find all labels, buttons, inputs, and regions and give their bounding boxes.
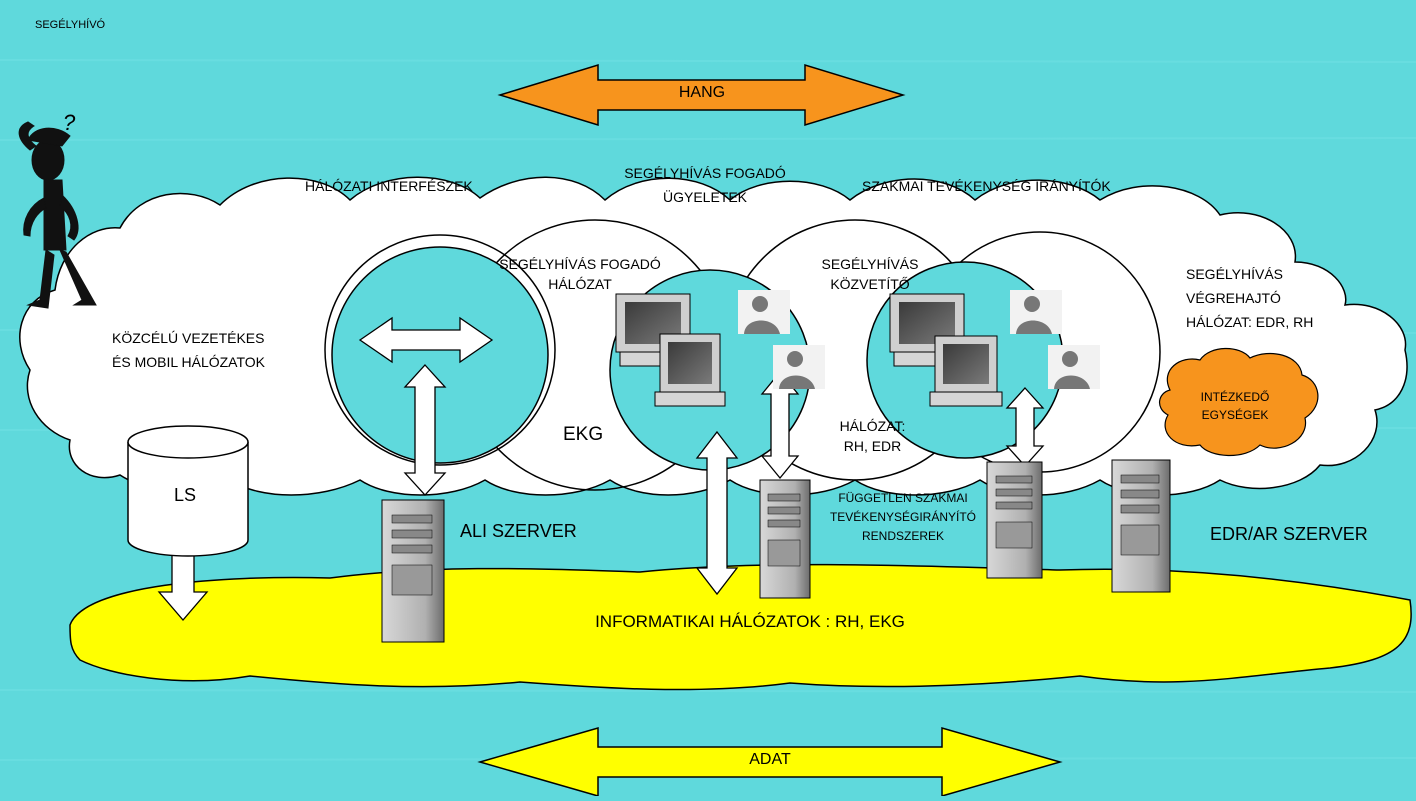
question-mark: ? <box>63 110 76 135</box>
ali-vertical-arrow <box>403 364 447 496</box>
data-arrow-label: ADAT <box>749 751 791 768</box>
voice-arrow-label: HANG <box>678 84 726 101</box>
independent-line-2: TEVÉKENYSÉGIRÁNYÍTÓ <box>829 510 977 524</box>
edr-server-icon <box>1111 459 1171 593</box>
interfaces-heading: HÁLÓZATI INTERFÉSZEK <box>305 178 473 194</box>
voice-arrow <box>497 63 906 127</box>
caller-label: SEGÉLYHÍVÓ <box>35 19 106 31</box>
execution-line-3: HÁLÓZAT: EDR, RH <box>1186 314 1314 330</box>
ali-server-label: ALI SZERVER <box>460 521 577 541</box>
ali-server-icon <box>381 499 445 643</box>
operator-image-3 <box>1010 290 1062 334</box>
reception-server-icon <box>759 479 811 599</box>
ekg-label: EKG <box>563 424 604 445</box>
relay-server-icon <box>986 461 1043 579</box>
reception-computer-2 <box>654 333 726 407</box>
interface-circle <box>331 246 549 464</box>
operator-image-4 <box>1048 345 1100 389</box>
edr-server-label: EDR/AR SZERVER <box>1210 524 1368 544</box>
execution-line-1: SEGÉLYHÍVÁS <box>1186 266 1284 282</box>
operator-image-2 <box>773 345 825 389</box>
reception-server-arrow <box>760 370 800 480</box>
public-network-line-1: KÖZCÉLÚ VEZETÉKES <box>112 330 265 346</box>
relay-computer-2 <box>929 335 1003 407</box>
units-line-2: EGYSÉGEK <box>1201 408 1269 422</box>
operator-image-1 <box>738 290 790 334</box>
data-arrow <box>477 727 1063 797</box>
reception-duty-heading-2: ÜGYELETEK <box>662 189 748 205</box>
relay-network-line-1: HÁLÓZAT: <box>839 418 906 434</box>
execution-line-2: VÉGREHAJTÓ <box>1186 290 1281 306</box>
dispatch-heading: SZAKMAI TEVÉKENYSÉG IRÁNYÍTÓK <box>862 178 1111 194</box>
ekg-vertical-arrow <box>695 430 739 596</box>
ls-label: LS <box>173 485 197 505</box>
units-cloud <box>1159 347 1319 457</box>
relay-network-line-2: RH, EDR <box>843 438 902 454</box>
caller-figure-icon <box>18 121 97 309</box>
relay-line-1: SEGÉLYHÍVÁS <box>821 256 919 272</box>
ls-database <box>127 425 249 557</box>
units-line-1: INTÉZKEDŐ <box>1200 390 1270 404</box>
it-network-label: INFORMATIKAI HÁLÓZATOK : RH, EKG <box>595 612 905 631</box>
public-network-line-2: ÉS MOBIL HÁLÓZATOK <box>112 354 266 370</box>
reception-network-line-2: HÁLÓZAT <box>548 276 612 292</box>
independent-line-3: RENDSZEREK <box>861 529 944 543</box>
reception-duty-heading-1: SEGÉLYHÍVÁS FOGADÓ <box>624 165 786 181</box>
relay-line-2: KÖZVETÍTŐ <box>830 276 910 292</box>
interface-horizontal-arrow <box>358 316 494 364</box>
reception-network-line-1: SEGÉLYHÍVÁS FOGADÓ <box>499 256 661 272</box>
independent-line-1: FÜGGETLEN SZAKMAI <box>838 491 968 505</box>
